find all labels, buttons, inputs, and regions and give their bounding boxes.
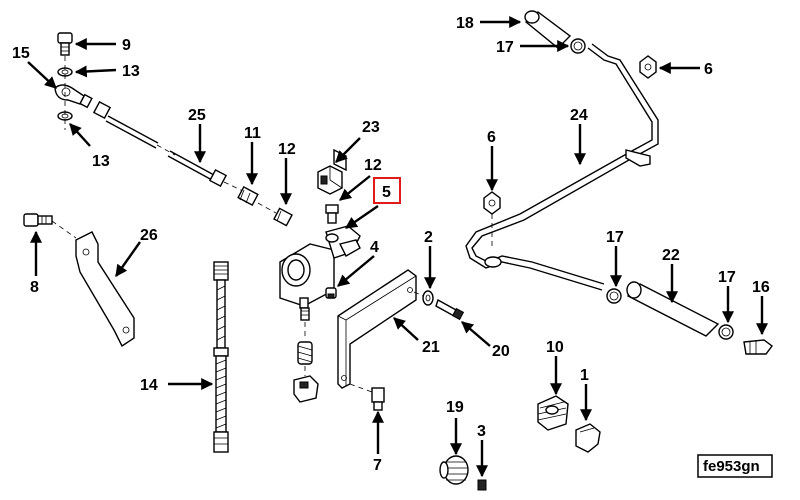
solenoid-valve-part-5 xyxy=(279,225,361,309)
callout-17-mid[interactable]: 17 xyxy=(606,229,624,246)
leader-arrows xyxy=(27,16,768,478)
check-valve-part-10 xyxy=(537,395,569,431)
callout-26[interactable]: 26 xyxy=(140,227,158,244)
elbow-fitting-part-1 xyxy=(575,423,601,453)
bolt-part-20 xyxy=(435,298,465,321)
callout-13-top[interactable]: 13 xyxy=(122,63,140,80)
callout-14[interactable]: 14 xyxy=(140,377,158,394)
washer-part-2 xyxy=(422,290,434,306)
callout-5[interactable]: 5 xyxy=(382,184,391,201)
screw-part-3 xyxy=(477,479,487,491)
callout-2[interactable]: 2 xyxy=(424,229,433,246)
fitting-part-12-left xyxy=(273,207,293,227)
guide-line xyxy=(257,202,277,214)
callout-15[interactable]: 15 xyxy=(12,45,30,62)
callout-10[interactable]: 10 xyxy=(546,339,564,356)
callout-4[interactable]: 4 xyxy=(370,239,379,256)
callout-1[interactable]: 1 xyxy=(580,367,589,384)
callout-7[interactable]: 7 xyxy=(373,457,382,474)
callout-17-lower[interactable]: 17 xyxy=(718,269,736,286)
callout-6-left[interactable]: 6 xyxy=(487,129,496,146)
hose-part-18 xyxy=(524,10,572,49)
callout-12-right[interactable]: 12 xyxy=(364,157,382,174)
fuel-line-part-25 xyxy=(92,100,228,188)
braided-hose-part-14 xyxy=(213,261,229,453)
clamp-part-17-lower xyxy=(718,324,734,340)
bolt-part-9 xyxy=(57,32,73,56)
plunger-spring xyxy=(293,307,319,403)
callout-17-top[interactable]: 17 xyxy=(496,39,514,56)
bracket-part-26 xyxy=(75,231,135,348)
callout-21[interactable]: 21 xyxy=(422,339,440,356)
tube-part-24 xyxy=(465,43,659,291)
callout-12-left[interactable]: 12 xyxy=(278,141,296,158)
clamp-part-17-mid xyxy=(606,288,622,304)
figure-id-label: fe953gn xyxy=(703,458,760,475)
callout-labels: 9 15 13 13 25 11 12 23 12 5 4 2 26 8 21 … xyxy=(12,15,770,474)
bolt-part-7 xyxy=(371,387,385,411)
callout-3[interactable]: 3 xyxy=(477,423,486,440)
callout-20[interactable]: 20 xyxy=(492,343,510,360)
bolt-part-8 xyxy=(23,213,53,227)
fitting-part-12-right xyxy=(325,204,339,224)
callout-8[interactable]: 8 xyxy=(30,279,39,296)
fitting-part-16 xyxy=(743,339,773,355)
nut-part-6-left xyxy=(483,191,501,215)
fitting-part-11 xyxy=(237,185,259,207)
highlight-box-callout-5 xyxy=(373,177,401,204)
nut-part-6-right xyxy=(639,55,657,79)
clamp-part-17-top xyxy=(570,38,586,54)
bracket-part-21 xyxy=(337,269,417,389)
hose-part-22 xyxy=(626,281,720,337)
callout-22[interactable]: 22 xyxy=(662,247,680,264)
figure-id-box: fe953gn xyxy=(697,454,773,478)
banjo-fitting-part-15 xyxy=(54,84,93,109)
filter-part-19 xyxy=(439,455,469,485)
guide-line xyxy=(349,383,373,393)
callout-13-bottom[interactable]: 13 xyxy=(92,153,110,170)
guide-line xyxy=(413,291,425,297)
callout-16[interactable]: 16 xyxy=(752,279,770,296)
callout-18[interactable]: 18 xyxy=(456,15,474,32)
callout-6-right[interactable]: 6 xyxy=(704,61,713,78)
callout-9[interactable]: 9 xyxy=(122,37,131,54)
callout-11[interactable]: 11 xyxy=(244,125,261,142)
callout-23[interactable]: 23 xyxy=(362,119,380,136)
guide-line xyxy=(51,220,77,239)
plug-part-4 xyxy=(325,287,337,299)
callout-25[interactable]: 25 xyxy=(188,107,206,124)
callout-24[interactable]: 24 xyxy=(570,107,588,124)
callout-19[interactable]: 19 xyxy=(446,399,464,416)
